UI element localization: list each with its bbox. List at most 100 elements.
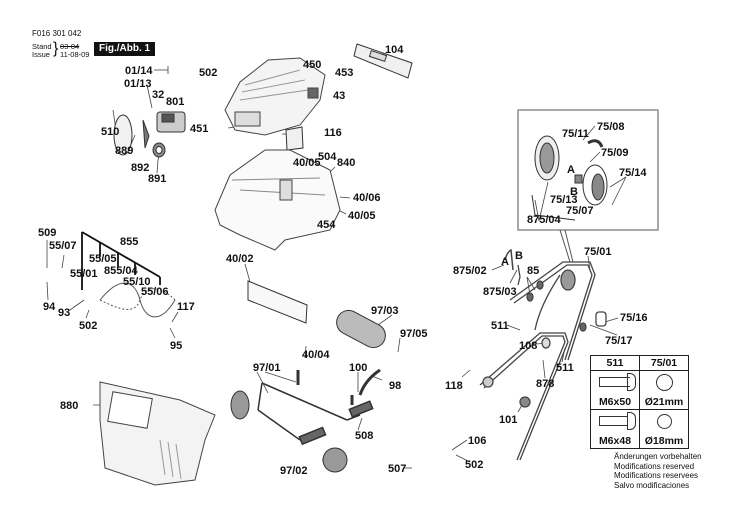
part-label: 32 bbox=[152, 89, 165, 101]
part-label: 97/03 bbox=[371, 305, 399, 317]
part-label: 502 bbox=[79, 320, 98, 332]
part-label: 40/04 bbox=[302, 349, 330, 361]
front-wheel-right bbox=[322, 447, 348, 473]
part-label: 97/02 bbox=[280, 465, 308, 477]
part-label: 507 bbox=[388, 463, 407, 475]
part-label: B bbox=[515, 250, 523, 262]
note-line: Änderungen vorbehalten bbox=[614, 452, 702, 461]
switch-parts bbox=[531, 135, 608, 221]
part-label: 451 bbox=[190, 123, 209, 135]
spec-cell-hole-small: Ø18mm bbox=[639, 409, 689, 449]
bolt-head-icon bbox=[627, 412, 636, 430]
bolt-head-icon bbox=[627, 373, 636, 391]
part-label: 75/01 bbox=[584, 246, 612, 258]
part-label: 502 bbox=[199, 67, 218, 79]
figure-label: Fig./Abb. 1 bbox=[94, 42, 156, 56]
part-label: 75/14 bbox=[619, 167, 647, 179]
part-label: 875/03 bbox=[483, 286, 517, 298]
part-label: 97/01 bbox=[253, 362, 281, 374]
part-label: 55/06 bbox=[141, 286, 169, 298]
note-line: Salvo modificaciones bbox=[614, 480, 690, 490]
stand-label: Stand bbox=[32, 42, 52, 51]
hole-circle-icon bbox=[656, 374, 673, 391]
doc-number: F016 301 042 bbox=[32, 29, 82, 38]
part-label: 840 bbox=[337, 157, 356, 169]
part-label: 40/02 bbox=[226, 253, 254, 265]
bolt-icon bbox=[599, 377, 630, 387]
motor bbox=[113, 111, 186, 158]
part-label: 75/09 bbox=[601, 147, 629, 159]
part-label: 75/13 bbox=[550, 194, 578, 206]
part-label: 502 bbox=[465, 459, 484, 471]
part-label: 75/16 bbox=[620, 312, 648, 324]
rear-roller bbox=[336, 309, 386, 349]
part-label: 453 bbox=[335, 67, 354, 79]
part-label: 892 bbox=[131, 162, 150, 174]
spec-header-7501: 75/01 bbox=[639, 355, 689, 371]
issue-value: 11-08-09 bbox=[60, 50, 90, 59]
part-label: 55/07 bbox=[49, 240, 77, 252]
blade-kit-bracket bbox=[81, 231, 161, 290]
front-wheel-left bbox=[230, 390, 250, 420]
part-label: 116 bbox=[324, 127, 342, 139]
part-label: 104 bbox=[385, 44, 404, 56]
part-label: 97/05 bbox=[400, 328, 428, 340]
part-label: B bbox=[570, 186, 578, 198]
spec-cell-hole-large: Ø21mm bbox=[639, 370, 689, 410]
part-label: 40/06 bbox=[353, 192, 381, 204]
part-label: 40/05 bbox=[348, 210, 376, 222]
part-label: 508 bbox=[355, 430, 374, 442]
spec-cell-bolt-long: M6x50 bbox=[590, 370, 640, 410]
cutting-blade bbox=[99, 282, 176, 318]
part-label: 55/05 bbox=[89, 253, 117, 265]
part-label: 101 bbox=[499, 414, 518, 426]
part-label: 801 bbox=[166, 96, 185, 108]
part-label: 855 bbox=[120, 236, 139, 248]
part-label: 94 bbox=[43, 301, 56, 313]
part-label: 878 bbox=[536, 378, 555, 390]
part-label: 509 bbox=[38, 227, 57, 239]
part-label: 93 bbox=[58, 307, 71, 319]
part-label: A bbox=[567, 164, 575, 176]
part-label: 01/14 bbox=[125, 65, 153, 77]
part-label: 85 bbox=[527, 265, 540, 277]
spec-value: M6x50 bbox=[598, 396, 632, 408]
hole-circle-icon bbox=[657, 414, 672, 429]
part-label: 875/02 bbox=[453, 265, 487, 277]
rear-flap bbox=[247, 280, 308, 324]
switch-detail-box bbox=[517, 109, 659, 231]
part-label: 75/08 bbox=[597, 121, 625, 133]
cover-plate bbox=[353, 43, 413, 79]
filter-pad bbox=[285, 126, 304, 151]
part-label: 510 bbox=[101, 126, 120, 138]
part-label: 891 bbox=[148, 173, 167, 185]
part-label: 75/07 bbox=[566, 205, 594, 217]
part-label: 118 bbox=[445, 380, 463, 392]
modification-notes: Änderungen vorbehalten Modifications res… bbox=[614, 452, 702, 490]
spec-value: Ø18mm bbox=[644, 435, 684, 447]
motor-cover bbox=[224, 57, 326, 136]
wheel-chassis bbox=[257, 382, 374, 446]
part-label: 117 bbox=[177, 301, 195, 313]
part-label: 98 bbox=[389, 380, 402, 392]
part-label: A bbox=[501, 256, 509, 268]
handle-assembly bbox=[479, 248, 607, 461]
part-label: 454 bbox=[317, 219, 336, 231]
spec-header-511: 511 bbox=[590, 355, 640, 371]
part-label: 100 bbox=[349, 362, 368, 374]
note-line: Modifications reserved bbox=[614, 461, 695, 471]
issue-label: Issue bbox=[32, 50, 50, 59]
part-label: 889 bbox=[115, 145, 134, 157]
part-label: 40/05 bbox=[293, 157, 321, 169]
part-label: 504 bbox=[318, 151, 337, 163]
part-label: 511 bbox=[491, 320, 509, 332]
spec-value: M6x48 bbox=[598, 435, 632, 447]
spec-cell-bolt-short: M6x48 bbox=[590, 409, 640, 449]
part-label: 880 bbox=[60, 400, 79, 412]
brace: } bbox=[53, 40, 59, 57]
part-label: 55/10 bbox=[123, 276, 151, 288]
spec-table: 511 75/01 M6x50 Ø21mm M6x48 Ø18mm bbox=[590, 355, 689, 449]
part-label: 43 bbox=[333, 90, 346, 102]
spec-value: Ø21mm bbox=[644, 396, 684, 408]
